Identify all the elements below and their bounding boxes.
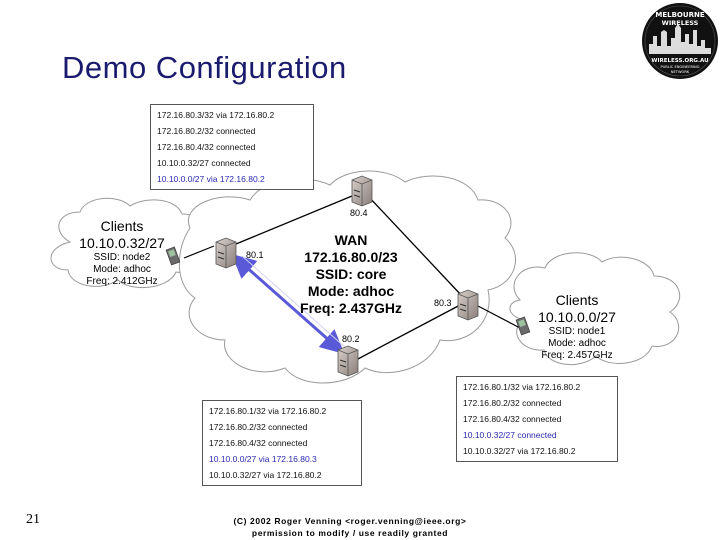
left-clients-info: Clients 10.10.0.32/27 [70, 218, 174, 252]
route-row: 10.10.0.32/27 connected [157, 158, 251, 168]
right-clients-ssid: SSID: node1 [548, 326, 606, 337]
node-label-80-2: 80.2 [342, 334, 360, 344]
logo-line1: MELBOURNE [655, 11, 704, 19]
router-80-4 [351, 175, 373, 207]
route-row: 172.16.80.1/32 via 172.16.80.2 [209, 406, 327, 416]
routing-table-80-4: 172.16.80.3/32 via 172.16.80.2 172.16.80… [150, 104, 314, 190]
client-laptop-left [165, 246, 181, 266]
node-label-80-1: 80.1 [246, 250, 264, 260]
route-row: 10.10.0.32/27 via 172.16.80.2 [463, 446, 576, 456]
wan-line1: WAN [334, 232, 368, 248]
copyright-footer: (C) 2002 Roger Venning <roger.venning@ie… [190, 515, 510, 539]
left-clients-freq: Freq: 2.412GHz [86, 276, 158, 287]
router-80-1 [215, 237, 237, 269]
route-row: 172.16.80.4/32 connected [463, 414, 562, 424]
route-row: 10.10.0.32/27 via 172.16.80.2 [209, 470, 322, 480]
route-row: 172.16.80.3/32 via 172.16.80.2 [157, 110, 275, 120]
routing-table-80-1: 172.16.80.1/32 via 172.16.80.2 172.16.80… [202, 400, 362, 486]
node-label-80-4: 80.4 [350, 208, 368, 218]
slide-title: Demo Configuration [62, 50, 347, 85]
right-clients-mode: Mode: adhoc [548, 338, 606, 349]
wan-line4: Mode: adhoc [307, 283, 395, 299]
logo-line4: PUBLIC ENGINEERING [660, 65, 699, 69]
footer-line1: (C) 2002 Roger Venning <roger.venning@ie… [233, 516, 467, 526]
wan-line2: 172.16.80.0/23 [304, 249, 398, 265]
right-clients-title: Clients [555, 292, 599, 308]
wan-line3: SSID: core [315, 266, 387, 282]
route-row: 172.16.80.4/32 connected [157, 142, 256, 152]
right-clients-info: Clients 10.10.0.0/27 [526, 292, 628, 326]
left-clients-mode: Mode: adhoc [93, 264, 151, 275]
route-row: 10.10.0.0/27 via 172.16.80.3 [209, 454, 317, 464]
right-clients-freq: Freq: 2.457GHz [541, 350, 613, 361]
right-clients-config: SSID: node1 Mode: adhoc Freq: 2.457GHz [534, 326, 620, 362]
logo-line5: NETWORK [671, 70, 690, 74]
route-row: 172.16.80.4/32 connected [209, 438, 308, 448]
route-row: 10.10.0.0/27 via 172.16.80.2 [157, 174, 265, 184]
slide-number: 21 [26, 512, 40, 527]
melbourne-wireless-logo: MELBOURNE WIRELESS WIRELESS.ORG.AU PUBLI… [642, 3, 718, 79]
router-80-2 [337, 345, 359, 377]
left-clients-title: Clients [100, 218, 144, 234]
wan-info: WAN 172.16.80.0/23 SSID: core Mode: adho… [290, 232, 412, 317]
route-row: 172.16.80.2/32 connected [157, 126, 256, 136]
node-label-80-3: 80.3 [434, 298, 452, 308]
route-row: 172.16.80.2/32 connected [209, 422, 308, 432]
logo-line2: WIRELESS [662, 19, 699, 27]
wan-line5: Freq: 2.437GHz [300, 300, 402, 316]
right-clients-network: 10.10.0.0/27 [538, 309, 616, 325]
logo-line3: WIRELESS.ORG.AU [651, 58, 708, 64]
route-row: 10.10.0.32/27 connected [463, 430, 557, 440]
route-row: 172.16.80.2/32 connected [463, 398, 562, 408]
client-laptop-right [515, 316, 531, 336]
router-80-3 [457, 289, 479, 321]
route-row: 172.16.80.1/32 via 172.16.80.2 [463, 382, 581, 392]
footer-line2: permission to modify / use readily grant… [251, 528, 449, 538]
right-client-cloud [509, 252, 681, 366]
left-clients-config: SSID: node2 Mode: adhoc Freq: 2.412GHz [80, 252, 164, 288]
left-clients-ssid: SSID: node2 [93, 252, 151, 263]
routing-table-80-3: 172.16.80.1/32 via 172.16.80.2 172.16.80… [456, 376, 618, 462]
left-clients-network: 10.10.0.32/27 [79, 235, 165, 251]
